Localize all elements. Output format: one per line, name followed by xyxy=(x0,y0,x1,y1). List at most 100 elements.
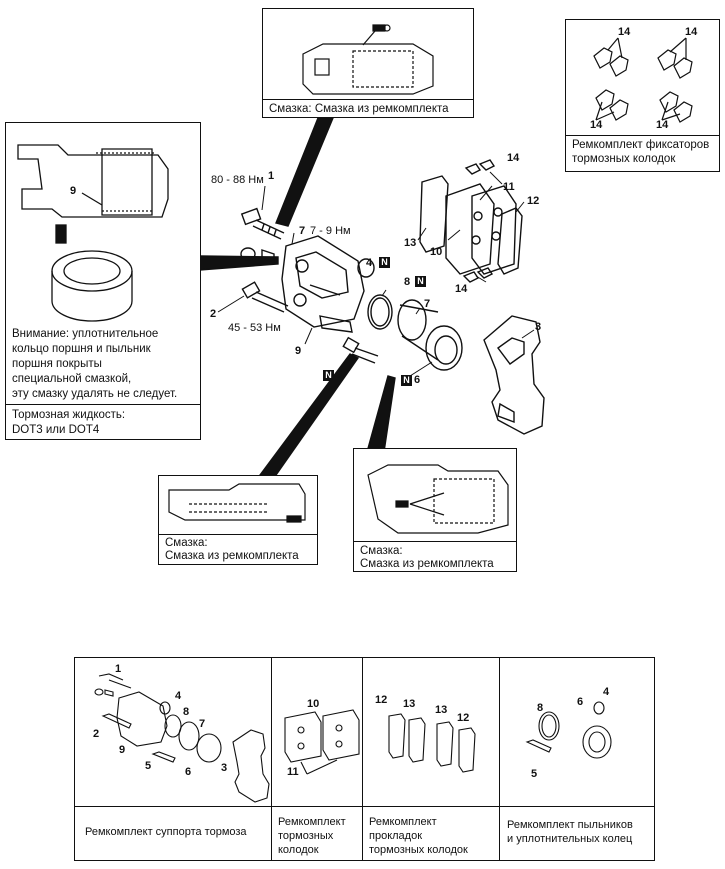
brake-pads-icon xyxy=(445,183,517,275)
clip-label-c: 14 xyxy=(590,119,603,131)
kit4-label-8: 8 xyxy=(537,702,544,714)
kit3-label-12-a: 12 xyxy=(375,694,388,706)
part-label-13: 13 xyxy=(404,237,417,249)
clip-kit-caption-1: Ремкомплект фиксаторов xyxy=(572,139,710,151)
bolt-2-icon xyxy=(241,281,289,313)
cap-4-icon xyxy=(357,258,375,278)
callout-bottom-left-caption-1: Смазка: xyxy=(165,537,208,549)
part-label-12: 12 xyxy=(527,195,540,207)
leader-wedge-top xyxy=(275,117,335,227)
kit3-caption-1: Ремкомплект xyxy=(369,816,437,828)
callout-top-caption: Смазка: Смазка из ремкомплекта xyxy=(269,103,449,115)
clip-kit-caption-2: тормозных колодок xyxy=(572,153,676,165)
kit2-label-11: 11 xyxy=(287,766,299,778)
caliper-body-icon xyxy=(281,235,365,333)
callout-bottom-left-drawing xyxy=(168,483,306,523)
new-part-marker-8: N xyxy=(415,276,426,287)
part-label-5: 5 xyxy=(336,369,343,381)
kit1-label-1: 1 xyxy=(115,663,122,675)
part-label-11: 11 xyxy=(503,181,515,193)
kit-pads-drawing xyxy=(284,701,612,775)
kit2-label-10: 10 xyxy=(307,698,320,710)
kit1-label-3: 3 xyxy=(221,762,228,774)
part-label-9: 9 xyxy=(295,345,302,357)
callout-left-warning-2: кольцо поршня и пыльник xyxy=(12,343,151,355)
shim-12-icon xyxy=(497,207,523,275)
kit4-label-5: 5 xyxy=(531,768,538,780)
kit1-label-9: 9 xyxy=(119,744,126,756)
callout-left-fluid-2: DOT3 или DOT4 xyxy=(12,424,100,436)
part-label-7: 7 xyxy=(424,298,431,310)
kit1-caption: Ремкомплект суппорта тормоза xyxy=(85,826,247,838)
callout-bottom-right-caption-2: Смазка из ремкомплекта xyxy=(360,558,494,570)
kit3-caption-3: тормозных колодок xyxy=(369,844,468,856)
leader-wedge-bottom-left xyxy=(258,353,360,476)
kit3-label-12-b: 12 xyxy=(457,712,470,724)
kit1-label-6: 6 xyxy=(185,766,192,778)
kit4-label-6: 6 xyxy=(577,696,584,708)
bracket-3-icon xyxy=(483,315,545,435)
part-label-8: 8 xyxy=(404,276,411,288)
kit2-caption-1: Ремкомплект xyxy=(278,816,346,828)
part-label-1: 1 xyxy=(268,170,275,182)
kit1-label-4: 4 xyxy=(175,690,182,702)
callout-top-right: 14 14 14 14 Ремкомплект фиксаторов тормо… xyxy=(565,19,720,172)
part-label-4: 4 xyxy=(366,257,373,269)
kit1-label-8: 8 xyxy=(183,706,190,718)
part-label-10: 10 xyxy=(430,246,443,258)
callout-left-warning-5: эту смазку удалять не следует. xyxy=(12,388,178,400)
callout-top: Смазка: Смазка из ремкомплекта xyxy=(262,8,474,118)
leader-wedge-bottom-right xyxy=(366,375,396,453)
callout-left-part-9: 9 xyxy=(70,185,77,197)
callout-bottom-left-caption-2: Смазка из ремкомплекта xyxy=(165,550,299,562)
clip-label-d: 14 xyxy=(656,119,669,131)
callout-left-drawing xyxy=(17,144,169,322)
part-label-14-b: 14 xyxy=(455,283,468,295)
bolt-1-icon xyxy=(240,207,285,240)
callout-bottom-right-caption-1: Смазка: xyxy=(360,545,403,557)
callout-bottom-right-drawing xyxy=(367,464,509,534)
torque-part-2: 45 - 53 Нм xyxy=(228,322,281,334)
clip-kit-drawing xyxy=(593,37,693,123)
part-label-7-top: 7 xyxy=(299,225,306,237)
kits-table: 1 4 8 7 2 9 5 6 3 Ремкомплект суппорта т… xyxy=(74,657,655,861)
clip-label-a: 14 xyxy=(618,26,631,38)
boot-6-icon xyxy=(425,325,463,371)
part-label-14-a: 14 xyxy=(507,152,520,164)
kit4-label-4: 4 xyxy=(603,686,610,698)
new-part-marker-4: N xyxy=(379,257,390,268)
kit1-label-5: 5 xyxy=(145,760,152,772)
kit4-caption-1: Ремкомплект пыльников xyxy=(507,819,633,831)
callout-left-warning-3: поршня покрыты xyxy=(12,358,102,370)
callout-left: 9 Внимание: уплотнительное кольцо поршня… xyxy=(5,122,201,440)
kit1-label-7: 7 xyxy=(199,718,206,730)
part-label-6: 6 xyxy=(414,374,421,386)
callout-left-fluid-1: Тормозная жидкость: xyxy=(12,409,126,421)
shim-13-icon xyxy=(419,175,449,253)
leader-wedge-left xyxy=(199,255,279,271)
seal-8-icon xyxy=(367,294,393,330)
kit3-caption-2: прокладок xyxy=(369,830,423,842)
kit-caliper-drawing xyxy=(94,673,270,803)
kit4-caption-2: и уплотнительных колец xyxy=(507,833,633,845)
new-part-marker-5: N xyxy=(323,370,334,381)
part-label-2: 2 xyxy=(210,308,217,320)
kit3-label-13-b: 13 xyxy=(435,704,448,716)
part-label-3: 3 xyxy=(535,321,542,333)
piston-7-icon xyxy=(397,299,439,361)
clip-label-b: 14 xyxy=(685,26,698,38)
torque-part-4: 7 - 9 Нм xyxy=(310,225,351,237)
guide-pin-5-icon xyxy=(342,336,379,364)
kit3-label-13-a: 13 xyxy=(403,698,416,710)
new-part-marker-6: N xyxy=(401,375,412,386)
callout-top-drawing xyxy=(302,24,434,95)
kit2-caption-3: колодок xyxy=(278,844,319,856)
callout-left-warning-4: специальной смазкой, xyxy=(12,373,132,385)
callout-left-warning-1: Внимание: уплотнительное xyxy=(12,328,159,340)
kit2-caption-2: тормозных xyxy=(278,830,334,842)
callout-bottom-right: Смазка: Смазка из ремкомплекта xyxy=(353,448,517,572)
callout-bottom-left: Смазка: Смазка из ремкомплекта xyxy=(158,475,318,565)
kit1-label-2: 2 xyxy=(93,728,100,740)
torque-part-1: 80 - 88 Нм xyxy=(211,174,264,186)
